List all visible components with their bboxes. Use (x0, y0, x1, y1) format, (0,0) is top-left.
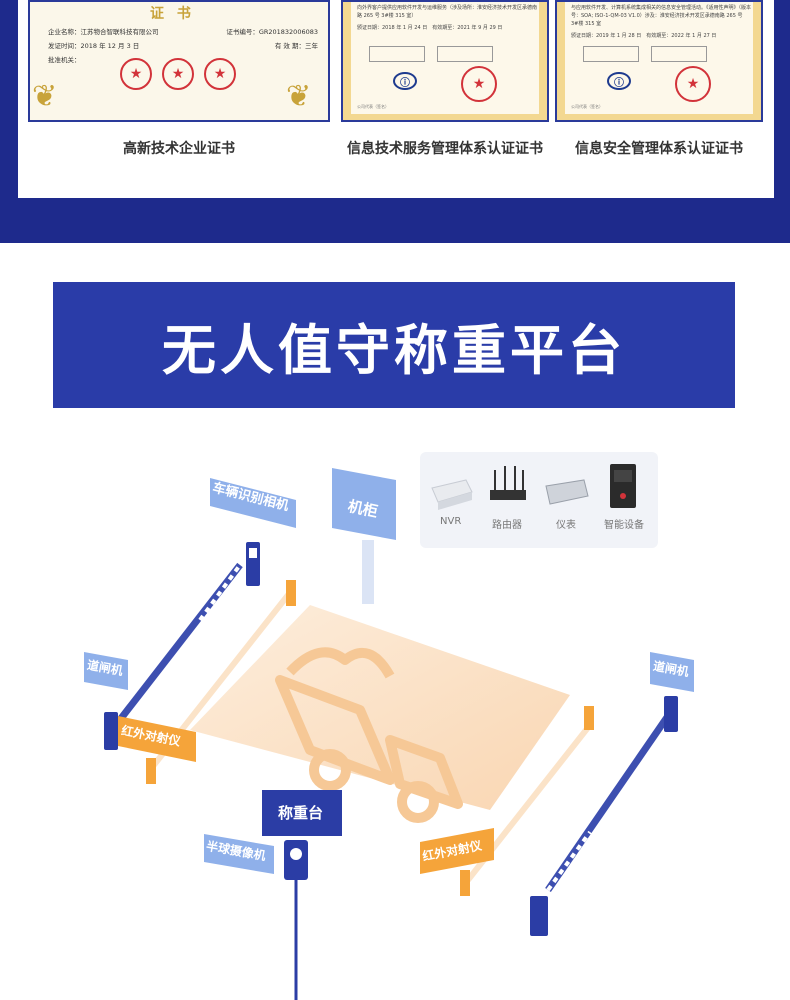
smart-device-icon (610, 464, 636, 508)
certificate-gold-title: 证 书 (150, 6, 195, 22)
red-seal-icon: ★ (120, 58, 152, 90)
company-value: 江苏物合智联科技有限公司 (80, 28, 159, 36)
equipment-label-smart-device: 智能设备 (604, 520, 644, 531)
right-ir-label-box (420, 828, 494, 874)
cabinet-pole (362, 540, 374, 604)
meter-icon (545, 479, 589, 505)
right-gate-barrier (530, 696, 678, 936)
signature-box (369, 46, 425, 62)
issue-date-label: 发证时间： (48, 41, 81, 50)
equipment-label-meter: 仪表 (556, 520, 576, 531)
company-label: 企业名称： (48, 28, 81, 36)
cert-body-logo-icon: ⓘ (393, 72, 417, 90)
equipment-panel (420, 452, 658, 548)
validity-value: 三年 (305, 41, 318, 50)
cert-body-logo-icon: ⓘ (607, 72, 631, 90)
truck-icon (275, 647, 463, 823)
right-gate-label-box (650, 652, 694, 692)
cert2-scope-text: 向外界客户提供应用软件开发与运维服务（涉及场所：淮安经济技术开发区承德南路 26… (357, 5, 538, 19)
cert-no-value: GR201832006083 (258, 28, 318, 36)
cert2-date-line: 颁证日期：2018 年 1 月 24 日 有效期至：2021 年 9 月 29 … (357, 25, 503, 31)
equipment-label-router: 路由器 (492, 520, 522, 531)
router-icon (490, 466, 526, 500)
cert1-caption: 高新技术企业证书 (123, 141, 235, 157)
red-seal-icon: ★ (675, 66, 711, 102)
cert-no-label: 证书编号： (226, 28, 259, 36)
signature-box (437, 46, 493, 62)
it-service-certificate-image: 向外界客户提供应用软件开发与运维服务（涉及场所：淮安经济技术开发区承德南路 26… (341, 0, 549, 122)
ornament-icon: ❦ (32, 79, 58, 114)
red-seal-icon: ★ (461, 66, 497, 102)
validity-label: 有 效 期： (274, 41, 305, 50)
info-security-certificate-image: 与应用软件开发、计算机系统集成相关的信息安全管理活动。《适用性声明》（版本号：S… (555, 0, 763, 122)
section-title: 无人值守称重平台 (162, 318, 626, 382)
dome-camera-icon (290, 848, 302, 860)
high-tech-certificate-image: 证 书 企业名称：江苏物合智联科技有限公司 证书编号：GR20183200608… (28, 0, 330, 122)
section-title-banner: 无人值守称重平台 (53, 282, 735, 408)
cert3-date-line: 颁证日期：2019 年 1 月 28 日 有效期至：2022 年 1 月 27 … (571, 33, 717, 39)
ir-post-icon (460, 870, 470, 896)
left-gate-barrier (104, 562, 243, 750)
scale-label-box (262, 790, 342, 836)
certificate-card: 证 书 企业名称：江苏物合智联科技有限公司 证书编号：GR20183200608… (18, 0, 774, 198)
approver-label: 批准机关： (48, 55, 81, 64)
weighing-platform-diagram: 车辆识别相机 机柜 道闸机 道闸机 红外对射仪 红外对射仪 称重台 半球摄像机 … (0, 440, 790, 1000)
vehicle-camera-label-box (210, 478, 296, 528)
cert2-caption: 信息技术服务管理体系认证证书 (347, 141, 543, 157)
cert2-company-sign: 公司代表（签名） (357, 104, 389, 109)
left-ir-label-box (118, 716, 196, 762)
left-gate-label-box (84, 652, 128, 690)
vehicle-camera-post (246, 542, 260, 586)
nvr-icon (431, 479, 473, 510)
issue-date-value: 2018 年 12 月 3 日 (80, 41, 140, 50)
equipment-label-nvr: NVR (440, 516, 462, 527)
red-seal-icon: ★ (204, 58, 236, 90)
diagram-graphics (84, 452, 694, 1000)
dome-camera-label-box (204, 834, 274, 874)
ornament-icon: ❦ (286, 79, 312, 114)
cert3-scope-text: 与应用软件开发、计算机系统集成相关的信息安全管理活动。《适用性声明》（版本号：S… (571, 5, 752, 27)
ir-post-icon (146, 758, 156, 784)
cabinet-label-box (332, 468, 396, 540)
ir-post-icon (584, 706, 594, 730)
ir-post-icon (286, 580, 296, 606)
red-seal-icon: ★ (162, 58, 194, 90)
scale-label: 称重台 (278, 804, 324, 822)
signature-box (583, 46, 639, 62)
signature-box (651, 46, 707, 62)
cert3-caption: 信息安全管理体系认证证书 (575, 141, 743, 157)
cert3-company-sign: 公司代表（签名） (571, 104, 603, 109)
weighing-platform (190, 605, 570, 810)
